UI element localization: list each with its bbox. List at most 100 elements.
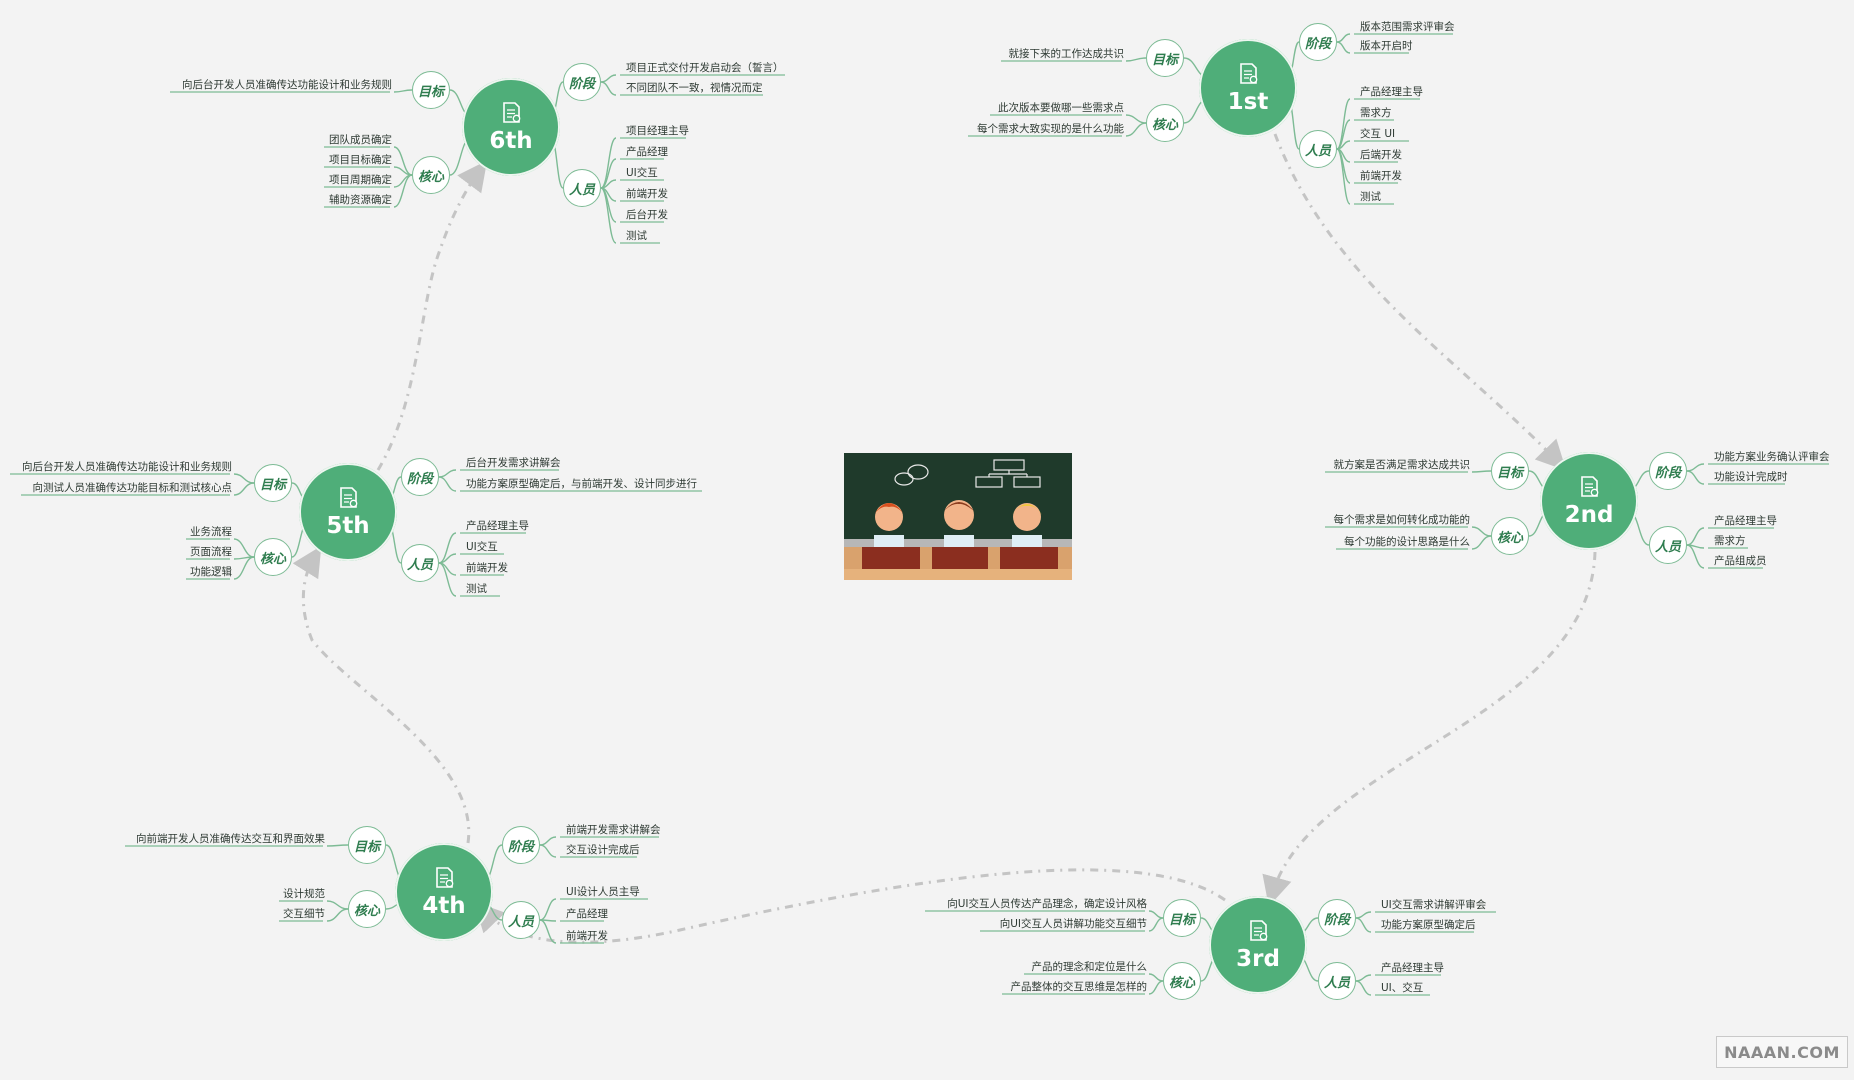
s5-goal-item: 向后台开发人员准确传达功能设计和业务规则 bbox=[22, 461, 232, 473]
stage-label: 2nd bbox=[1564, 502, 1614, 528]
document-icon bbox=[1581, 476, 1599, 497]
s6-people-item: 项目经理主导 bbox=[626, 125, 689, 137]
s1-stage-node[interactable]: 阶段 bbox=[1299, 23, 1337, 61]
s5-people-node[interactable]: 人员 bbox=[401, 544, 439, 582]
s4-people-item: 产品经理 bbox=[566, 908, 608, 920]
s4-people-item: 前端开发 bbox=[566, 930, 608, 942]
s1-goal-item: 就接下来的工作达成共识 bbox=[1008, 48, 1125, 60]
s5-people-item: 前端开发 bbox=[466, 562, 508, 574]
s3-stage-node[interactable]: 阶段 bbox=[1318, 899, 1356, 937]
s6-people-item: 后台开发 bbox=[626, 209, 668, 221]
stage-node-2nd[interactable]: 2nd bbox=[1540, 452, 1638, 550]
s1-people-item: 前端开发 bbox=[1360, 170, 1402, 182]
s4-people-item: UI设计人员主导 bbox=[566, 886, 640, 898]
flow-arrow-4 bbox=[292, 545, 471, 844]
flow-arrow-1 bbox=[1273, 133, 1567, 471]
s1-people-item: 产品经理主导 bbox=[1360, 86, 1423, 98]
s6-core-item: 项目目标确定 bbox=[329, 154, 392, 166]
s6-core-node[interactable]: 核心 bbox=[412, 156, 450, 194]
s1-people-node[interactable]: 人员 bbox=[1299, 130, 1337, 168]
s6-stage-item: 不同团队不一致，视情况而定 bbox=[626, 82, 763, 94]
stage-node-4th[interactable]: 4th bbox=[395, 843, 493, 941]
flow-arrow-2 bbox=[1262, 551, 1597, 907]
s3-goal-item: 向UI交互人员讲解功能交互细节 bbox=[999, 918, 1147, 930]
s6-goal-node[interactable]: 目标 bbox=[412, 71, 450, 109]
s1-people-item: 需求方 bbox=[1360, 107, 1392, 119]
s2-stage-item: 功能设计完成时 bbox=[1714, 471, 1788, 483]
s1-goal-node[interactable]: 目标 bbox=[1146, 39, 1184, 77]
s1-people-item: 后端开发 bbox=[1360, 149, 1402, 161]
stage-label: 5th bbox=[326, 513, 370, 539]
s3-people-item: UI、交互 bbox=[1381, 982, 1424, 994]
document-icon bbox=[436, 867, 454, 888]
stage-label: 4th bbox=[422, 893, 466, 919]
s5-goal-node[interactable]: 目标 bbox=[254, 464, 292, 502]
document-icon bbox=[340, 487, 358, 508]
s4-people-node[interactable]: 人员 bbox=[502, 901, 540, 939]
flow-arrow-3 bbox=[473, 868, 1226, 944]
s1-core-item: 每个需求大致实现的是什么功能 bbox=[977, 123, 1124, 135]
s2-core-node[interactable]: 核心 bbox=[1491, 517, 1529, 555]
s6-people-item: 测试 bbox=[626, 230, 647, 242]
stage-label: 1st bbox=[1227, 89, 1269, 115]
document-icon bbox=[503, 102, 521, 123]
s3-core-item: 产品的理念和定位是什么 bbox=[1031, 961, 1148, 973]
s5-stage-node[interactable]: 阶段 bbox=[401, 458, 439, 496]
s5-people-item: 测试 bbox=[466, 583, 487, 595]
s5-core-item: 页面流程 bbox=[190, 546, 232, 558]
s1-people-item: 交互 UI bbox=[1360, 128, 1396, 140]
s4-stage-node[interactable]: 阶段 bbox=[502, 826, 540, 864]
stage-node-6th[interactable]: 6th bbox=[462, 78, 560, 176]
stage-node-5th[interactable]: 5th bbox=[299, 463, 397, 561]
s4-goal-node[interactable]: 目标 bbox=[348, 826, 386, 864]
flow-arrow-5 bbox=[376, 160, 488, 471]
s6-core-item: 辅助资源确定 bbox=[329, 194, 392, 206]
s1-stage-item: 版本范围需求评审会 bbox=[1360, 21, 1455, 33]
s1-people-item: 测试 bbox=[1360, 191, 1381, 203]
s2-core-item: 每个需求是如何转化成功能的 bbox=[1333, 514, 1471, 526]
s3-core-node[interactable]: 核心 bbox=[1163, 962, 1201, 1000]
s4-stage-item: 前端开发需求讲解会 bbox=[566, 824, 661, 836]
s4-goal-item: 向前端开发人员准确传达交互和界面效果 bbox=[136, 833, 325, 845]
s4-core-node[interactable]: 核心 bbox=[348, 890, 386, 928]
s5-stage-item: 后台开发需求讲解会 bbox=[466, 457, 561, 469]
s6-stage-node[interactable]: 阶段 bbox=[563, 63, 601, 101]
s4-stage-item: 交互设计完成后 bbox=[566, 844, 640, 856]
stage-label: 3rd bbox=[1236, 946, 1280, 972]
classroom-illustration bbox=[844, 453, 1072, 580]
s5-core-item: 业务流程 bbox=[190, 526, 232, 538]
s3-people-node[interactable]: 人员 bbox=[1318, 962, 1356, 1000]
s3-stage-item: UI交互需求讲解评审会 bbox=[1381, 899, 1487, 911]
s3-stage-item: 功能方案原型确定后 bbox=[1381, 919, 1476, 931]
s6-people-item: 前端开发 bbox=[626, 188, 668, 200]
s2-stage-item: 功能方案业务确认评审会 bbox=[1714, 451, 1830, 463]
s6-people-item: 产品经理 bbox=[626, 146, 668, 158]
s2-people-node[interactable]: 人员 bbox=[1649, 526, 1687, 564]
stage-label: 6th bbox=[489, 128, 533, 154]
s3-goal-node[interactable]: 目标 bbox=[1163, 899, 1201, 937]
s6-goal-item: 向后台开发人员准确传达功能设计和业务规则 bbox=[182, 79, 392, 91]
s2-goal-node[interactable]: 目标 bbox=[1491, 452, 1529, 490]
s3-people-item: 产品经理主导 bbox=[1381, 962, 1444, 974]
s5-core-node[interactable]: 核心 bbox=[254, 538, 292, 576]
s5-core-item: 功能逻辑 bbox=[190, 566, 232, 578]
s2-goal-item: 就方案是否满足需求达成共识 bbox=[1333, 459, 1471, 471]
s6-people-node[interactable]: 人员 bbox=[563, 169, 601, 207]
s5-goal-item: 向测试人员准确传达功能目标和测试核心点 bbox=[32, 482, 233, 494]
s5-people-item: 产品经理主导 bbox=[466, 520, 529, 532]
s1-core-node[interactable]: 核心 bbox=[1146, 104, 1184, 142]
s3-core-item: 产品整体的交互思维是怎样的 bbox=[1010, 981, 1148, 993]
s2-stage-node[interactable]: 阶段 bbox=[1649, 452, 1687, 490]
s2-people-item: 产品经理主导 bbox=[1714, 515, 1777, 527]
s2-core-item: 每个功能的设计思路是什么 bbox=[1344, 536, 1470, 548]
s2-people-item: 需求方 bbox=[1714, 535, 1746, 547]
s4-core-item: 交互细节 bbox=[283, 908, 325, 920]
s4-core-item: 设计规范 bbox=[283, 888, 325, 900]
stage-node-3rd[interactable]: 3rd bbox=[1209, 896, 1307, 994]
document-icon bbox=[1250, 920, 1268, 941]
document-icon bbox=[1240, 63, 1258, 84]
s6-people-item: UI交互 bbox=[626, 167, 658, 179]
stage-node-1st[interactable]: 1st bbox=[1199, 39, 1297, 137]
